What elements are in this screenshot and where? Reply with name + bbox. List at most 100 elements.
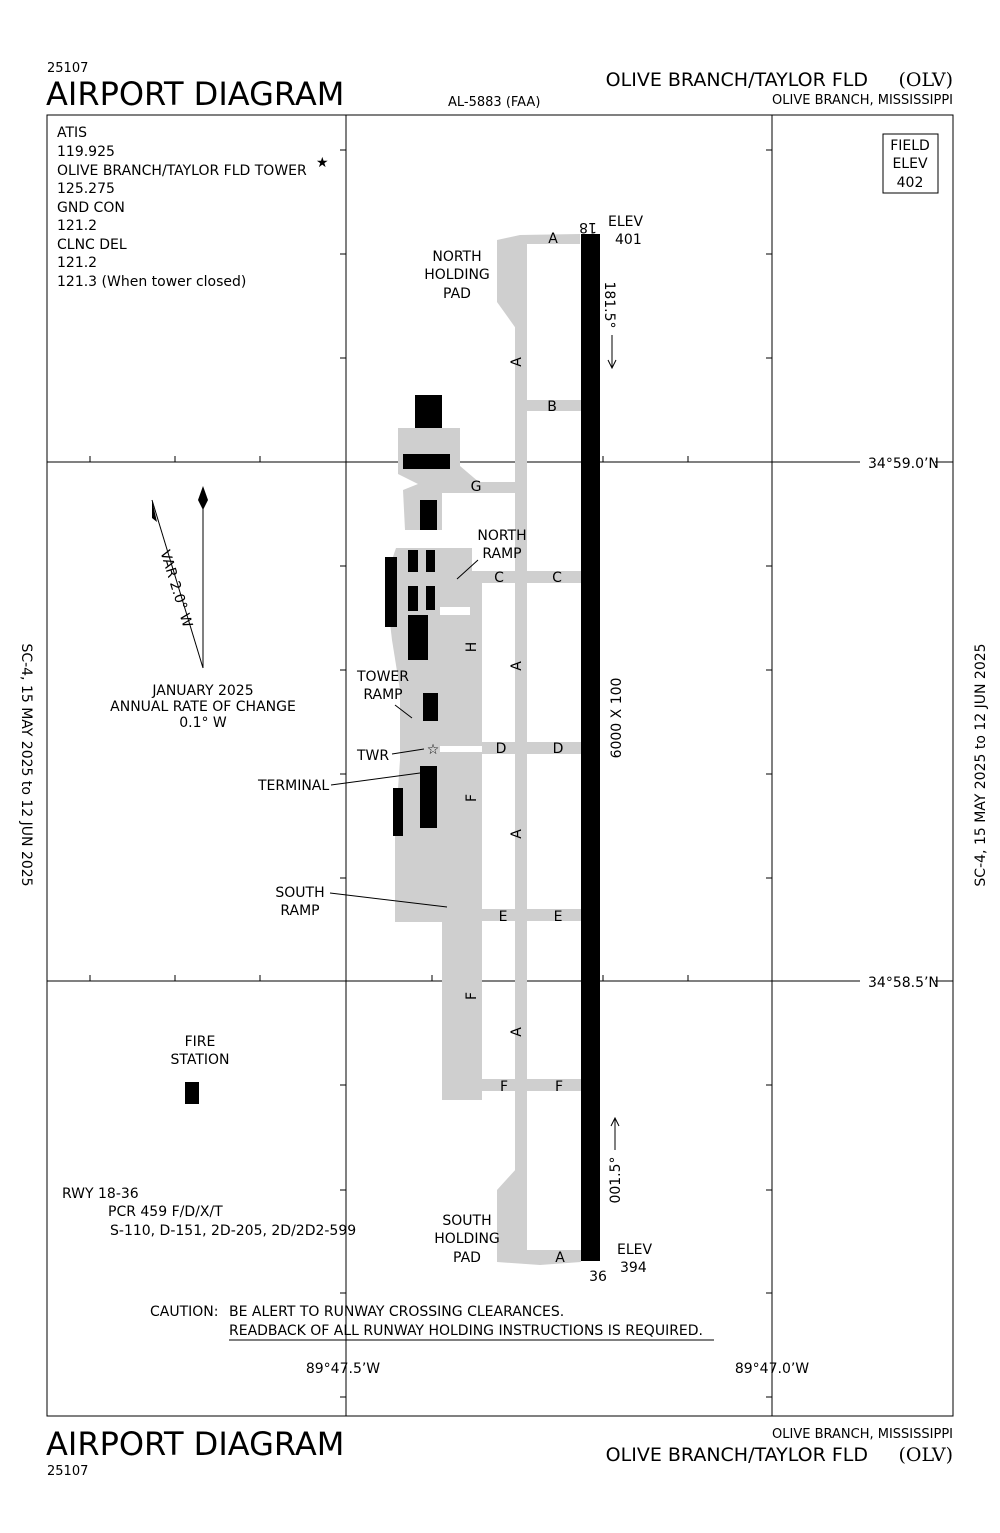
svg-text:E: E: [499, 909, 508, 925]
svg-text:ELEV: ELEV: [892, 156, 927, 172]
tower-part-time-star-icon: ★: [316, 155, 329, 171]
svg-text:CAUTION:: CAUTION:: [150, 1304, 219, 1320]
airport-code: (OLV): [899, 69, 954, 91]
svg-text:H: H: [464, 642, 480, 653]
svg-text:A: A: [548, 231, 558, 247]
runway-end-36: 36: [589, 1269, 607, 1285]
svg-text:F: F: [500, 1079, 508, 1095]
page-title: AIRPORT DIAGRAM: [46, 75, 344, 113]
svg-text:JANUARY 2025: JANUARY 2025: [151, 683, 253, 699]
north-holding-pad-label: NORTH: [432, 249, 481, 265]
svg-text:F: F: [464, 794, 480, 802]
taxiway-labels: A B G C C H A D D F A E E F A F F A A: [464, 231, 565, 1266]
svg-text:PCR 459 F/D/X/T: PCR 459 F/D/X/T: [108, 1204, 223, 1220]
fire-station-label: FIRE: [185, 1034, 216, 1050]
svg-text:HOLDING: HOLDING: [434, 1231, 500, 1247]
twr-label: TWR: [356, 748, 389, 764]
effective-dates-right: SC-4, 15 MAY 2025 to 12 JUN 2025: [973, 643, 989, 886]
svg-text:D: D: [496, 741, 507, 757]
runway-18-36: [581, 234, 600, 1261]
svg-text:F: F: [555, 1079, 563, 1095]
svg-text:A: A: [555, 1250, 565, 1266]
longitude-label: 89°47.0’W: [735, 1361, 809, 1377]
north-elev-label: ELEV: [608, 214, 643, 230]
svg-text:F: F: [464, 992, 480, 1000]
footer-location: OLIVE BRANCH, MISSISSIPPI: [772, 1427, 953, 1442]
svg-text:BE ALERT TO RUNWAY CROSSING CL: BE ALERT TO RUNWAY CROSSING CLEARANCES.: [229, 1304, 564, 1320]
svg-text:ATIS: ATIS: [57, 125, 87, 141]
airport-location: OLIVE BRANCH, MISSISSIPPI: [772, 93, 953, 108]
magnetic-variation: VAR 2.0° W JANUARY 2025 ANNUAL RATE OF C…: [110, 486, 296, 731]
fire-station-building: [185, 1082, 199, 1104]
svg-text:A: A: [509, 357, 525, 367]
svg-text:B: B: [547, 399, 557, 415]
svg-text:READBACK OF ALL RUNWAY HOLDING: READBACK OF ALL RUNWAY HOLDING INSTRUCTI…: [229, 1323, 703, 1339]
latitude-label: 34°59.0’N: [868, 456, 939, 472]
runway-end-18: 18: [579, 219, 597, 235]
footer-title: AIRPORT DIAGRAM: [46, 1425, 344, 1463]
footer-airport-name: OLIVE BRANCH/TAYLOR FLD: [606, 1444, 868, 1466]
svg-text:GND CON: GND CON: [57, 200, 125, 216]
svg-text:PAD: PAD: [443, 286, 471, 302]
svg-text:RAMP: RAMP: [363, 687, 402, 703]
north-elev: 401: [615, 232, 642, 248]
terminal-label: TERMINAL: [257, 778, 329, 794]
chart-number: 25107: [47, 61, 88, 76]
svg-text:125.275: 125.275: [57, 181, 115, 197]
true-north-arrow-icon: [198, 486, 208, 510]
footer-airport-code: (OLV): [899, 1444, 954, 1466]
svg-text:119.925: 119.925: [57, 144, 115, 160]
magnetic-north-arrow-icon: [152, 500, 157, 522]
svg-text:FIELD: FIELD: [890, 138, 930, 154]
svg-text:C: C: [494, 570, 504, 586]
svg-text:E: E: [554, 909, 563, 925]
chart-frame: [46, 114, 954, 1417]
south-elev-label: ELEV: [617, 1242, 652, 1258]
svg-text:RWY 18-36: RWY 18-36: [62, 1186, 139, 1202]
svg-text:OLIVE BRANCH/TAYLOR FLD TOWER: OLIVE BRANCH/TAYLOR FLD TOWER: [57, 163, 307, 179]
svg-text:121.2: 121.2: [57, 255, 97, 271]
svg-text:S-110, D-151, 2D-205, 2D/2D2-5: S-110, D-151, 2D-205, 2D/2D2-599: [110, 1223, 356, 1239]
north-heading: 181.5°: [601, 281, 617, 328]
svg-text:STATION: STATION: [170, 1052, 229, 1068]
svg-text:A: A: [509, 829, 525, 839]
effective-dates-left: SC-4, 15 MAY 2025 to 12 JUN 2025: [18, 643, 34, 886]
south-holding-pad-label: SOUTH: [442, 1213, 491, 1229]
svg-text:0.1° W: 0.1° W: [179, 715, 227, 731]
svg-text:D: D: [553, 741, 564, 757]
svg-text:HOLDING: HOLDING: [424, 267, 490, 283]
svg-text:CLNC DEL: CLNC DEL: [57, 237, 127, 253]
svg-text:402: 402: [897, 175, 924, 191]
area-labels: NORTH HOLDING PAD NORTH RAMP TOWER RAMP …: [170, 249, 526, 1266]
heading-arrow-icon: [607, 335, 617, 370]
heading-arrow-icon: [610, 1116, 620, 1150]
runway-dimensions: 6000 X 100: [609, 678, 625, 759]
svg-text:G: G: [471, 479, 482, 495]
svg-text:A: A: [509, 1027, 525, 1037]
svg-text:PAD: PAD: [453, 1250, 481, 1266]
runway-strength-info: RWY 18-36 PCR 459 F/D/X/T S-110, D-151, …: [62, 1186, 356, 1239]
svg-text:A: A: [509, 661, 525, 671]
tower-star-icon: ☆: [427, 742, 440, 758]
latitude-label: 34°58.5’N: [868, 975, 939, 991]
svg-text:121.3 (When tower closed): 121.3 (When tower closed): [57, 274, 246, 290]
tower-ramp-label: TOWER: [356, 669, 409, 685]
svg-text:RAMP: RAMP: [280, 903, 319, 919]
buildings: [185, 395, 450, 1104]
footer-chart-number: 25107: [47, 1464, 88, 1479]
chart-id: AL-5883 (FAA): [448, 95, 540, 110]
frequency-list: ATIS 119.925 OLIVE BRANCH/TAYLOR FLD TOW…: [57, 125, 329, 290]
svg-text:121.2: 121.2: [57, 218, 97, 234]
taxiways-pavement: [385, 234, 581, 1265]
south-heading: 001.5°: [608, 1156, 624, 1203]
svg-text:RAMP: RAMP: [482, 546, 521, 562]
longitude-label: 89°47.5’W: [306, 1361, 380, 1377]
airport-name: OLIVE BRANCH/TAYLOR FLD: [606, 69, 868, 91]
field-elevation-box: FIELD ELEV 402: [882, 133, 939, 194]
svg-text:VAR 2.0° W: VAR 2.0° W: [156, 548, 195, 629]
south-ramp-label: SOUTH: [275, 885, 324, 901]
south-elev: 394: [620, 1260, 647, 1276]
svg-text:ANNUAL RATE OF CHANGE: ANNUAL RATE OF CHANGE: [110, 699, 296, 715]
svg-text:C: C: [552, 570, 562, 586]
